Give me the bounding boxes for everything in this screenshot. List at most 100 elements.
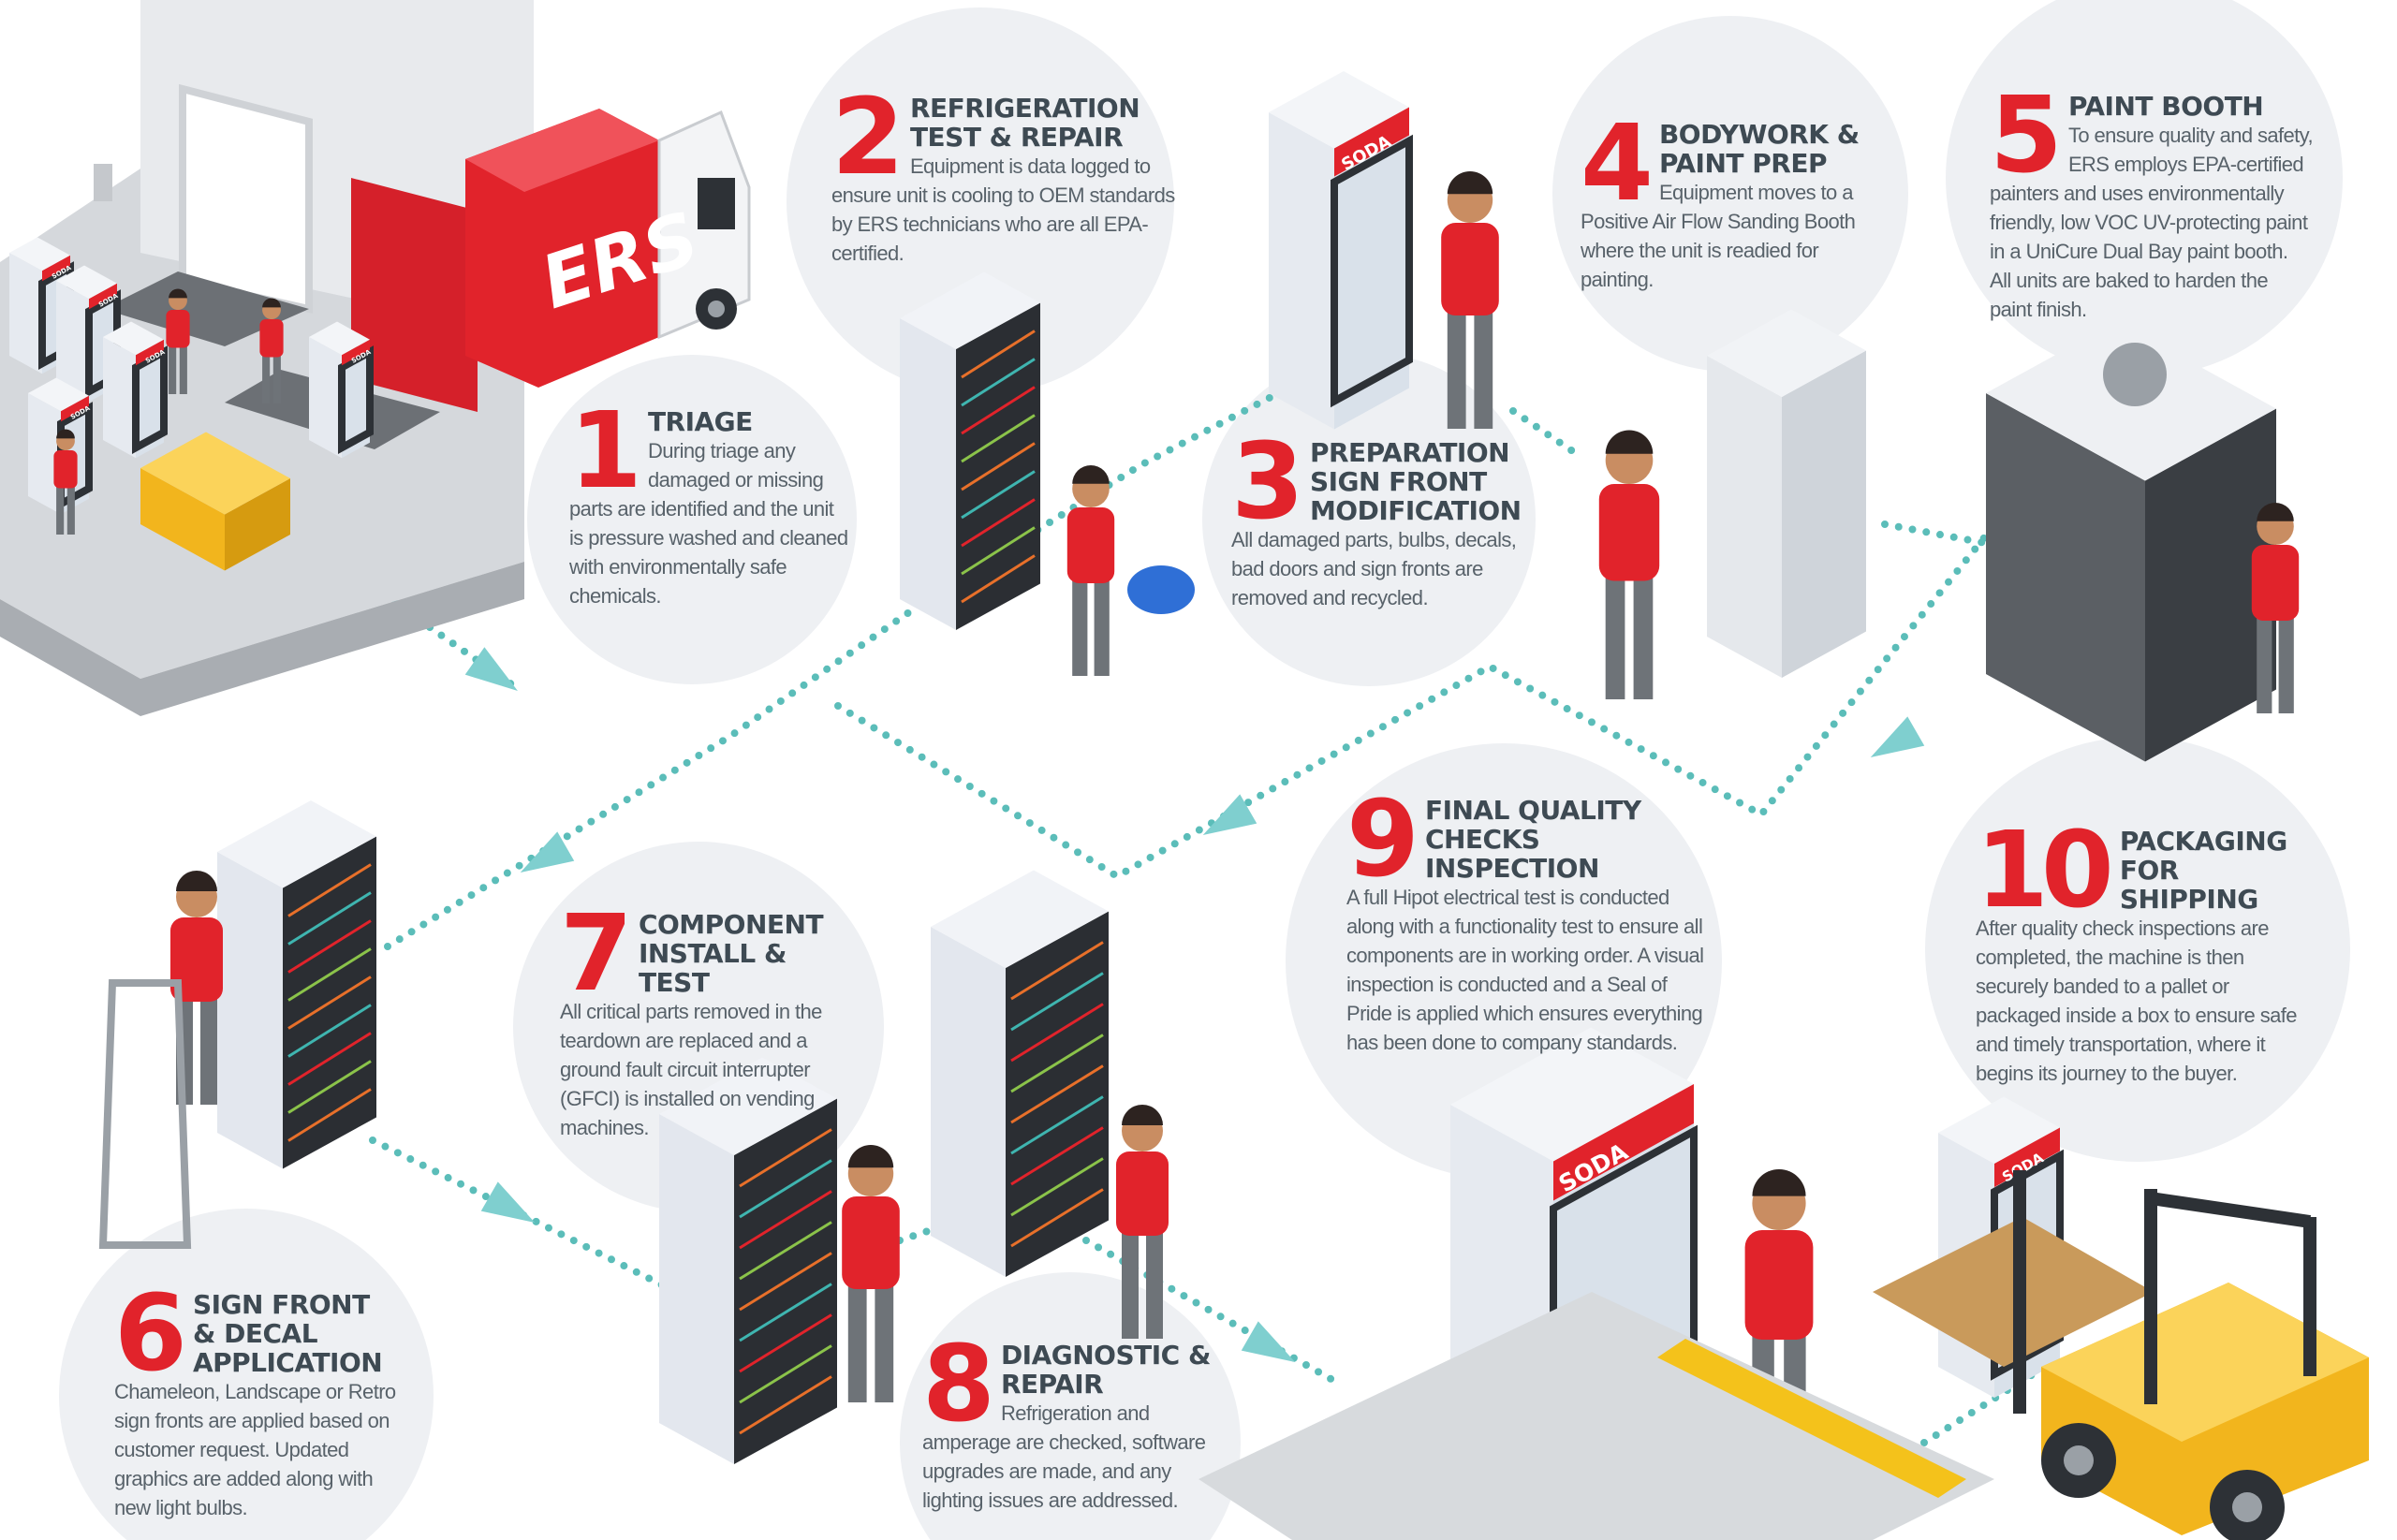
painter-step-5 (2251, 503, 2300, 713)
wire (1010, 1188, 1104, 1248)
step-circle (1202, 353, 1536, 686)
triage-unit: SODA (103, 321, 168, 459)
sign-front (342, 339, 370, 366)
wire (961, 470, 1036, 520)
wire (287, 891, 372, 946)
step-description: Chameleon, Landscape or Retro sign front… (114, 1380, 396, 1519)
step-title: FINAL QUALITY CHECKS INSPECTION (1424, 795, 1641, 884)
step-title: REFRIGERATION TEST & REPAIR (909, 93, 1140, 153)
inspection-platform (1198, 1292, 1994, 1540)
wire (287, 1032, 372, 1086)
step-2: 2 REFRIGERATION TEST & REPAIR Equipment … (831, 77, 1178, 268)
arrow-icon (520, 831, 575, 873)
step-number: 2 (831, 77, 904, 198)
wire (961, 498, 1036, 548)
step-circle (900, 1272, 1241, 1540)
wire (739, 1344, 832, 1404)
glass-door (338, 345, 374, 455)
dotted-path (1881, 521, 1989, 547)
step-title: SIGN FRONT & DECAL APPLICATION (192, 1289, 383, 1378)
worker (166, 288, 190, 394)
step-number: 6 (114, 1273, 187, 1395)
wire (1010, 1157, 1104, 1217)
sign-front (136, 339, 164, 366)
step-title: PREPARATION SIGN FRONT MODIFICATION (1309, 437, 1522, 526)
step-title: PAINT BOOTH (2067, 91, 2264, 122)
wire (739, 1190, 832, 1250)
wire (739, 1375, 832, 1435)
step-description: A full Hipot electrical test is conducte… (1346, 886, 1704, 1054)
step-circle (1946, 0, 2343, 376)
caution-stripe (1657, 1339, 1966, 1498)
sign-front (61, 395, 89, 422)
step-title: DIAGNOSTIC & REPAIR (1000, 1340, 1211, 1400)
step-number: 1 (569, 390, 642, 512)
refrigerant-tank (1127, 565, 1195, 614)
wire (961, 386, 1036, 435)
wire (1010, 1095, 1104, 1155)
sign-front (89, 283, 117, 310)
step-title: BODYWORK & PAINT PREP (1658, 119, 1860, 179)
fan-icon (2103, 343, 2167, 406)
step-description: All critical parts removed in the teardo… (560, 1000, 822, 1139)
step-number: 5 (1990, 75, 2063, 197)
step-8: 8 DIAGNOSTIC & REPAIR Refrigeration and … (922, 1332, 1217, 1515)
arrow-icon (480, 1181, 536, 1223)
unit-step-6 (217, 800, 376, 1169)
step-title: COMPONENT INSTALL & TEST (638, 909, 824, 998)
step-circle (527, 355, 857, 684)
step-number: 3 (1231, 421, 1304, 543)
wire (287, 919, 372, 974)
booth-step-4 (1707, 309, 1866, 678)
wire (287, 863, 372, 917)
step-7: 7 COMPONENT INSTALL & TEST All critical … (560, 893, 860, 1142)
step-5: 5 PAINT BOOTH To ensure quality and safe… (1990, 75, 2314, 324)
dotted-path (1509, 407, 1586, 462)
sign-front (1994, 1127, 2060, 1187)
arrow-icon (464, 647, 518, 692)
wire (287, 1004, 372, 1058)
step-number: 4 (1581, 103, 1654, 225)
wire (739, 1128, 832, 1188)
technician-step-4 (1598, 430, 1660, 699)
technician-step-7 (842, 1145, 900, 1402)
wire (1010, 1126, 1104, 1186)
truck-illustration: ERS (465, 109, 751, 388)
step-description: Refrigeration and amperage are checked, … (922, 1401, 1206, 1512)
wire (1010, 972, 1104, 1032)
step-10: 10 PACKAGING FOR SHIPPING After quality … (1976, 810, 2313, 1088)
sign-front (1334, 107, 1409, 177)
step-title: PACKAGING FOR SHIPPING (2119, 826, 2287, 915)
dotted-path (1082, 1237, 1338, 1385)
wire (739, 1221, 832, 1281)
step-description: Equipment is data logged to ensure unit … (831, 154, 1175, 265)
wire (961, 554, 1036, 604)
rack-step-2 (900, 271, 1040, 630)
step-number: 10 (1976, 810, 2114, 931)
glass-door (1331, 134, 1413, 408)
wire (739, 1159, 832, 1219)
forklift-illustration (2013, 1170, 2369, 1540)
step-circles (59, 0, 2350, 1540)
step-title: TRIAGE (647, 406, 753, 437)
wire (739, 1313, 832, 1373)
wire (287, 975, 372, 1030)
step-description: During triage any damaged or missing par… (569, 439, 848, 608)
step-number: 7 (560, 893, 633, 1015)
step-description: To ensure quality and safety, ERS employ… (1990, 124, 2314, 321)
sign-front (42, 255, 70, 282)
wire (287, 1088, 372, 1142)
step-1: 1 TRIAGE During triage any damaged or mi… (569, 390, 850, 610)
wire (287, 947, 372, 1002)
wire (739, 1252, 832, 1312)
wire (1010, 1003, 1104, 1063)
wire (961, 526, 1036, 576)
wire (961, 358, 1036, 407)
wire (287, 1060, 372, 1114)
step-description: After quality check inspections are comp… (1976, 917, 2297, 1085)
step-description: All damaged parts, bulbs, decals, bad do… (1231, 528, 1517, 609)
wire (1010, 1064, 1104, 1124)
dotted-path (1920, 1361, 2051, 1446)
